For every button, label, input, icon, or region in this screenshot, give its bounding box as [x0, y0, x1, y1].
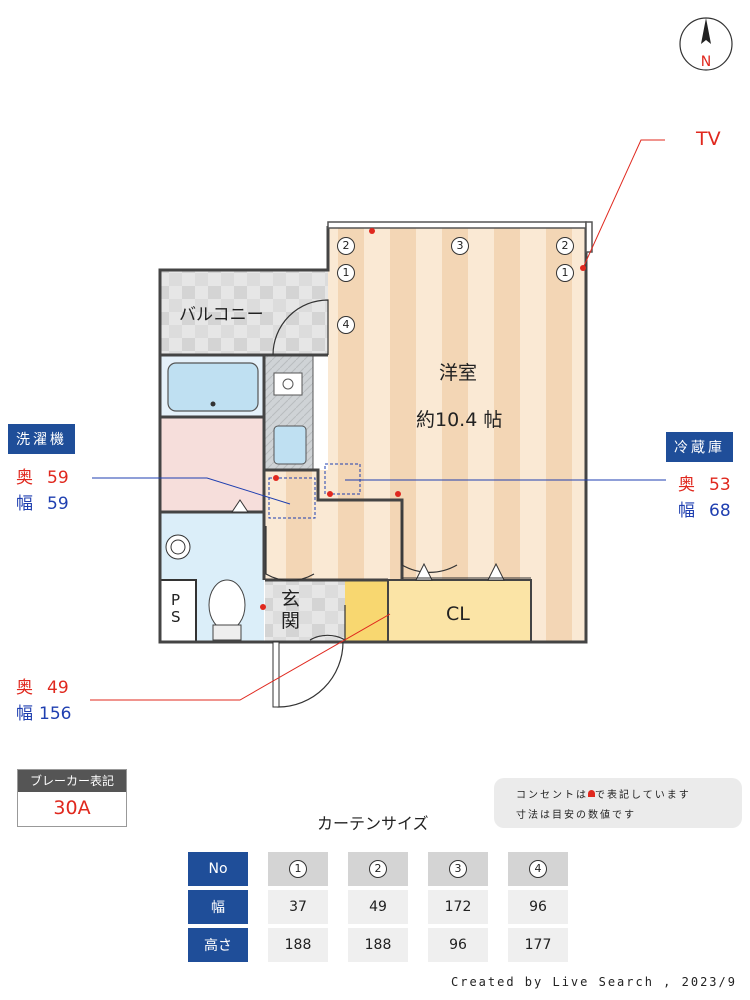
- window-marker: 4: [337, 316, 355, 334]
- outlet: [327, 491, 333, 497]
- ps-label: PS: [171, 591, 181, 626]
- credit: Created by Live Search , 2023/9: [451, 975, 737, 989]
- curtain-title: カーテンサイズ: [317, 814, 429, 833]
- entrance-area: [265, 580, 345, 642]
- breaker-box: ブレーカー表記 30A: [17, 769, 127, 827]
- tv-leader: [582, 139, 665, 269]
- washroom-area: [160, 417, 264, 512]
- western-room-label: 洋室: [439, 362, 478, 384]
- window-marker: 2: [337, 237, 355, 255]
- washer-leader: [92, 477, 291, 505]
- window-marker: 2: [556, 237, 574, 255]
- balcony-area: [160, 270, 328, 355]
- door-leader: [90, 613, 391, 701]
- breaker-title: ブレーカー表記: [18, 770, 126, 792]
- toilet-bowl: [208, 579, 246, 631]
- window-marker: 3: [451, 237, 469, 255]
- washer-tag: 洗濯機: [8, 424, 75, 454]
- outlet: [260, 604, 266, 610]
- bathtub: [167, 362, 259, 412]
- entrance-label: 玄関: [281, 588, 301, 632]
- tv-label: TV: [696, 128, 721, 150]
- outlet-icon: [588, 790, 595, 797]
- compass-label: N: [701, 54, 711, 70]
- outlet: [369, 228, 375, 234]
- table-row: No 1 2 3 4: [188, 852, 568, 886]
- header-no: No: [188, 852, 248, 886]
- table-row: 幅 37 49 172 96: [188, 890, 568, 924]
- fridge-tag: 冷蔵庫: [666, 432, 733, 462]
- corridor-floor: [265, 470, 402, 580]
- curtain-table: No 1 2 3 4 幅 37 49 172 96 高さ 188 188 96 …: [188, 852, 568, 962]
- legend-note: コンセントはで表記しています 寸法は目安の数値です: [494, 778, 742, 828]
- breaker-value: 30A: [53, 797, 91, 819]
- window-marker: 1: [556, 264, 574, 282]
- washer-space: [268, 477, 316, 519]
- table-row: 高さ 188 188 96 177: [188, 928, 568, 962]
- outlet: [395, 491, 401, 497]
- ps-area: [159, 579, 197, 643]
- compass: N: [679, 17, 733, 71]
- fridge-space: [324, 463, 361, 495]
- floor-plan: [90, 139, 666, 708]
- closet-label: CL: [446, 603, 470, 625]
- entrance-step: [345, 580, 388, 642]
- western-room-size: 約10.4 帖: [416, 409, 503, 431]
- window-marker: 1: [337, 264, 355, 282]
- balcony-label: バルコニー: [179, 305, 264, 325]
- outlet: [273, 475, 279, 481]
